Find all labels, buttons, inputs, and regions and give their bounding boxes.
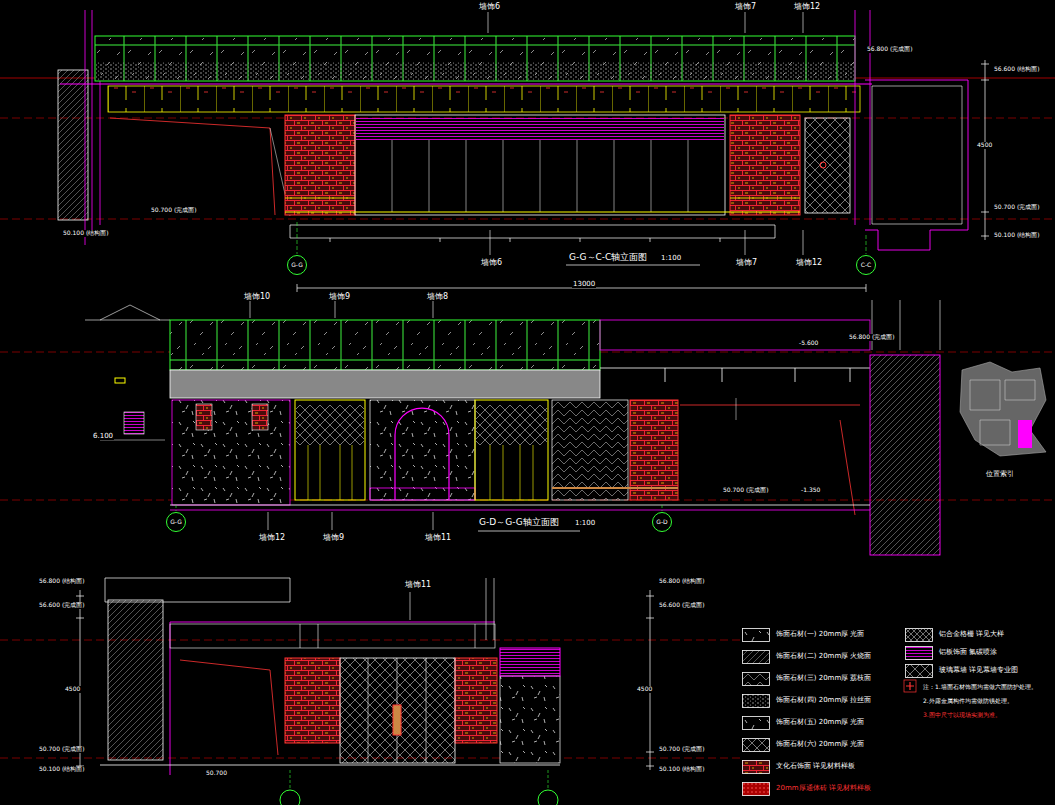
callout-label: 墙饰7 xyxy=(735,258,758,267)
legend-item: 饰面石材(一) 20mm厚 光面 xyxy=(742,628,864,642)
callout-label: 墙饰6 xyxy=(478,2,501,11)
legend-text: 饰面石材(一) 20mm厚 光面 xyxy=(776,631,864,639)
legend-item: 铝板饰面 氟碳喷涂 xyxy=(905,646,997,660)
legend-item: 玻璃幕墙 详见幕墙专业图 xyxy=(905,664,1018,678)
callout-label: 墙饰6 xyxy=(480,258,503,267)
key-plan-label: 位置索引 xyxy=(985,470,1015,478)
elevation-mark: 56.800 (结构面) xyxy=(658,578,706,585)
axis-circle: G-G xyxy=(166,512,186,532)
callout-label: 墙饰9 xyxy=(322,533,345,542)
elevation-mark: 56.800 (结构面) xyxy=(38,578,86,585)
bottom-elevation xyxy=(0,578,916,805)
axis-label: G-D xyxy=(656,519,667,525)
elevation-mark: 50.100 (结构面) xyxy=(62,230,110,237)
elevation-mark: 50.100 (结构面) xyxy=(38,766,86,773)
dimension-label: 4500 xyxy=(636,686,653,693)
elevation-mark: 50.700 (完成面) xyxy=(658,746,706,753)
elevation-mark: 50.700 (完成面) xyxy=(38,746,86,753)
legend-swatch xyxy=(742,782,770,796)
elevation-mark: 6.100 xyxy=(92,432,114,440)
legend-item: 饰面石材(四) 20mm厚 拉丝面 xyxy=(742,694,871,708)
callout-label: 墙饰12 xyxy=(793,2,821,11)
legend-item: 饰面石材(六) 20mm厚 光面 xyxy=(742,738,864,752)
dimension-label: 4500 xyxy=(64,686,81,693)
dimension-label: 4500 xyxy=(976,142,993,149)
legend-text: 饰面石材(五) 20mm厚 光面 xyxy=(776,719,864,727)
legend-text: 铝板饰面 氟碳喷涂 xyxy=(939,649,997,657)
callout-label: 墙饰9 xyxy=(328,292,351,301)
legend-item: 饰面石材(五) 20mm厚 光面 xyxy=(742,716,864,730)
dimension-label: 13000 xyxy=(572,280,596,288)
callout-label: 墙饰12 xyxy=(795,258,823,267)
elevation-mark: 56.800 (完成面) xyxy=(866,46,914,53)
elevation-mark: 56.600 (完成面) xyxy=(38,602,86,609)
axis-circle: G-D xyxy=(652,512,672,532)
legend-swatch xyxy=(905,646,933,660)
legend-item: 饰面石材(二) 20mm厚 火烧面 xyxy=(742,650,871,664)
drawing-title: G-G～C-C轴立面图 xyxy=(568,252,648,262)
elevation-mark: 56.600 (结构面) xyxy=(993,66,1041,73)
middle-elevation xyxy=(0,300,1055,555)
elevation-mark: 50.700 (完成面) xyxy=(150,207,198,214)
elevation-mark: 50.700 (完成面) xyxy=(993,204,1041,211)
legend-swatch xyxy=(742,760,770,774)
note-text: 3.图中尺寸以现场实测为准。 xyxy=(922,712,1002,719)
drawing-title: G-D～G-G轴立面图 xyxy=(478,517,560,527)
legend-text: 铝合金格栅 详见大样 xyxy=(939,631,1004,639)
legend-swatch xyxy=(905,664,933,678)
legend-swatch xyxy=(905,628,933,642)
elevation-mark: 50.100 (结构面) xyxy=(993,232,1041,239)
callout-label: 墙饰11 xyxy=(424,533,452,542)
legend-swatch xyxy=(742,672,770,686)
legend-item: 铝合金格栅 详见大样 xyxy=(905,628,1004,642)
legend-swatch xyxy=(742,694,770,708)
callout-label: 墙饰8 xyxy=(426,292,449,301)
note-text: 注：1.墙面石材饰面均需做六面防护处理。 xyxy=(922,684,1038,691)
note-text: 2.外露金属构件均需做防锈处理。 xyxy=(922,698,1014,705)
legend-text: 文化石饰面 详见材料样板 xyxy=(776,763,855,771)
elevation-mark: 56.800 (完成面) xyxy=(848,334,896,341)
legend-text: 饰面石材(四) 20mm厚 拉丝面 xyxy=(776,697,871,705)
elevation-mark: 50.100 (结构面) xyxy=(658,766,706,773)
axis-circle: G-G xyxy=(287,255,307,275)
legend-text: 玻璃幕墙 详见幕墙专业图 xyxy=(939,667,1018,675)
legend-text: 饰面石材(三) 20mm厚 荔枝面 xyxy=(776,675,871,683)
scale-label: 1:100 xyxy=(660,254,682,262)
legend-swatch xyxy=(742,628,770,642)
elevation-mark: -5.600 xyxy=(798,340,819,347)
legend-item: 20mm厚通体砖 详见材料样板 xyxy=(742,782,871,796)
axis-label: G-G xyxy=(170,519,182,525)
legend-item: 饰面石材(三) 20mm厚 荔枝面 xyxy=(742,672,871,686)
legend-item: 文化石饰面 详见材料样板 xyxy=(742,760,855,774)
legend-text: 饰面石材(二) 20mm厚 火烧面 xyxy=(776,653,871,661)
legend-swatch xyxy=(742,650,770,664)
elevation-mark: 50.700 (完成面) xyxy=(722,487,770,494)
scale-label: 1:100 xyxy=(574,519,596,527)
axis-circle: C-C xyxy=(856,255,876,275)
legend-text: 饰面石材(六) 20mm厚 光面 xyxy=(776,741,864,749)
legend-text: 20mm厚通体砖 详见材料样板 xyxy=(776,785,871,793)
callout-label: 墙饰7 xyxy=(734,2,757,11)
legend-swatch xyxy=(742,738,770,752)
axis-label: G-G xyxy=(291,262,303,268)
axis-label: C-C xyxy=(861,262,872,268)
elevation-mark: -1.350 xyxy=(800,487,821,494)
callout-label: 墙饰11 xyxy=(404,580,432,589)
legend-swatch xyxy=(742,716,770,730)
callout-label: 墙饰12 xyxy=(258,533,286,542)
elevation-mark: 50.700 xyxy=(205,770,228,777)
elevation-mark: 56.600 (完成面) xyxy=(658,602,706,609)
top-elevation xyxy=(0,10,1055,292)
callout-label: 墙饰10 xyxy=(243,292,271,301)
